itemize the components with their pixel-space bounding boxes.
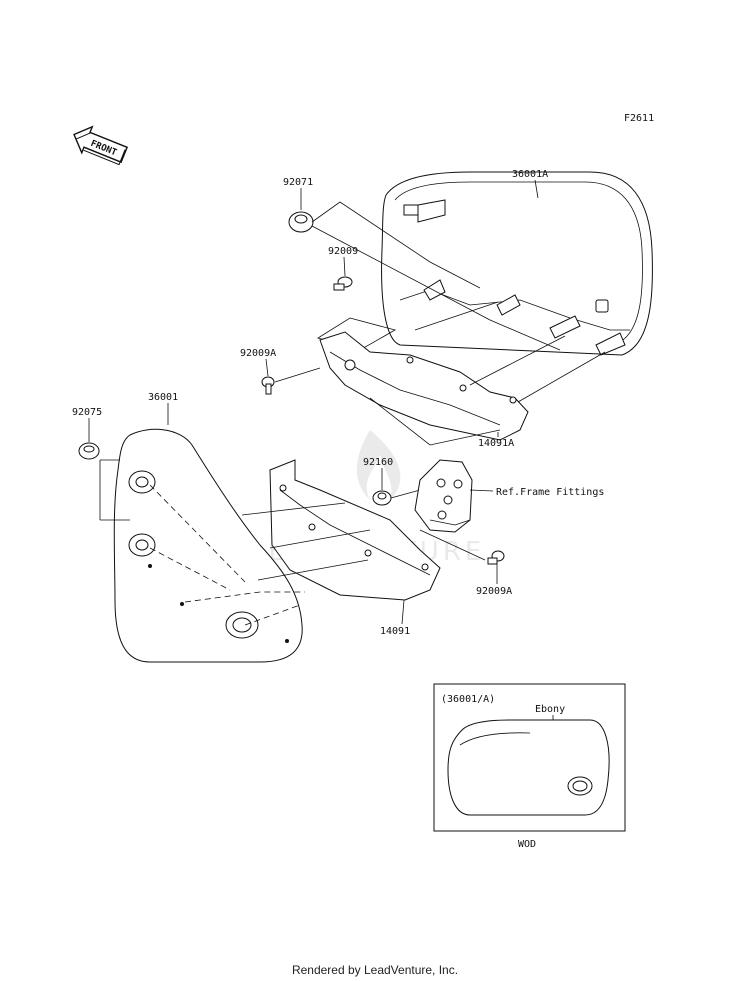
inner-cover-14091A[interactable] — [319, 331, 529, 441]
inset-cover-illustration — [447, 719, 610, 816]
label-ref-frame-fittings: Ref.Frame Fittings — [496, 487, 604, 498]
inset-caption: WOD — [518, 839, 536, 850]
footer-credit: Rendered by LeadVenture, Inc. — [291, 963, 459, 977]
label-36001: 36001 — [148, 392, 178, 403]
grommet-92075[interactable] — [78, 442, 100, 460]
label-92009: 92009 — [328, 246, 358, 257]
label-92160: 92160 — [363, 457, 393, 468]
grommet-92071[interactable] — [288, 211, 314, 233]
frame-fitting-bracket — [414, 459, 473, 533]
bolt-92009[interactable] — [333, 276, 353, 291]
side-cover-36001A[interactable] — [381, 171, 653, 356]
inset-color-label: Ebony — [535, 704, 565, 715]
label-92009A-bottom: 92009A — [476, 586, 512, 597]
label-92071: 92071 — [283, 177, 313, 188]
figure-code: F2611 — [624, 113, 654, 124]
bolt-92009A-bottom[interactable] — [487, 550, 505, 565]
inner-cover-14091[interactable] — [269, 459, 441, 601]
washer-92160[interactable] — [372, 490, 392, 506]
label-92075: 92075 — [72, 407, 102, 418]
side-cover-36001[interactable] — [113, 428, 303, 663]
label-14091: 14091 — [380, 626, 410, 637]
front-arrow-icon: FRONT — [73, 125, 129, 166]
bolt-92009A-top[interactable] — [261, 376, 275, 395]
label-92009A-top: 92009A — [240, 348, 276, 359]
label-14091A: 14091A — [478, 438, 514, 449]
cover-pin — [403, 204, 419, 216]
inset-title: (36001/A) — [441, 694, 495, 705]
label-36001A: 36001A — [512, 169, 548, 180]
